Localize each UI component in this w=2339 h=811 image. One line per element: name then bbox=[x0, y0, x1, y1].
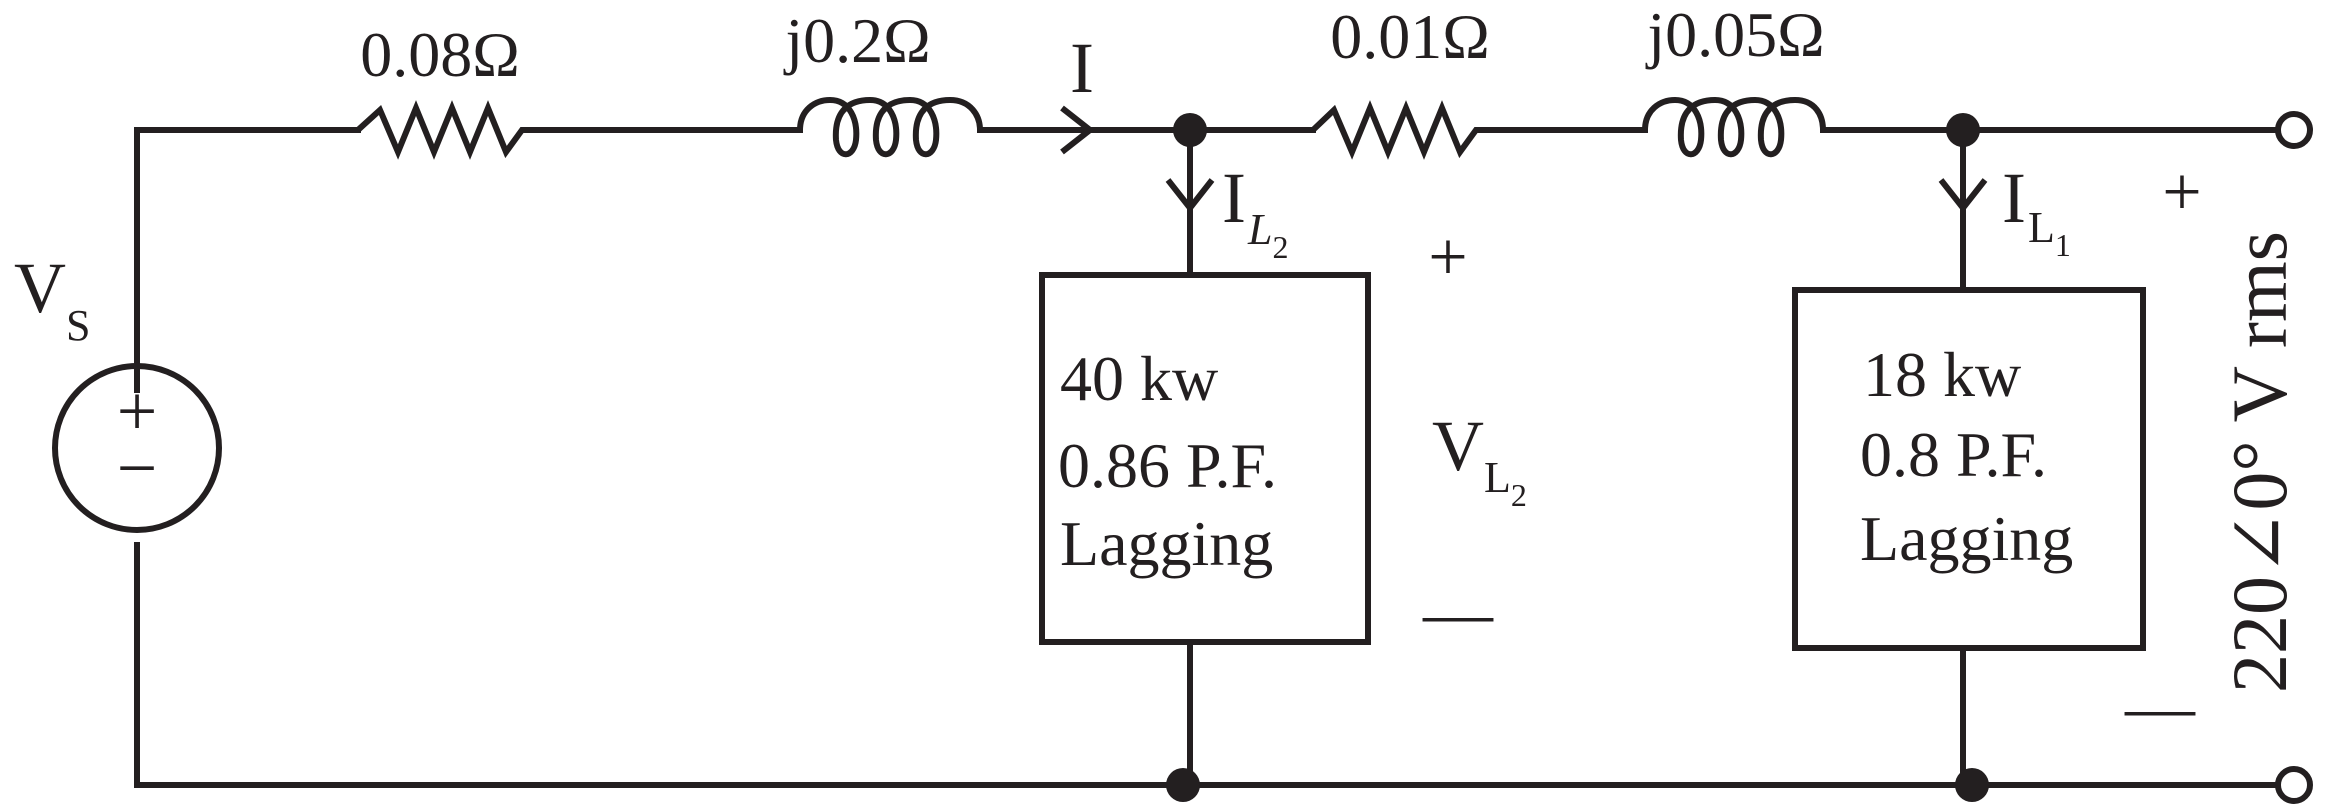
resistor-r2 bbox=[1310, 100, 1490, 160]
wires bbox=[134, 127, 2281, 788]
inductor-x1 bbox=[797, 96, 983, 158]
current-i-arrow bbox=[1060, 105, 1095, 155]
x1-label: j0.2Ω bbox=[783, 5, 930, 76]
current-il1-arrow bbox=[1938, 178, 1988, 213]
load1-plus: + bbox=[2162, 154, 2201, 231]
load2-type: Lagging bbox=[1060, 508, 1273, 579]
source-plus-sign: + bbox=[117, 371, 158, 451]
output-voltage-label: 220∠0° V rms bbox=[2216, 231, 2303, 693]
node-bottom-load1 bbox=[1955, 768, 1989, 802]
node-top-load1 bbox=[1946, 113, 1980, 147]
x2-label: j0.05Ω bbox=[1645, 0, 1824, 70]
current-il1-label: IL1 bbox=[2002, 158, 2071, 263]
load2-plus: + bbox=[1428, 219, 1467, 296]
load1-type: Lagging bbox=[1860, 503, 2073, 574]
node-bottom-load2 bbox=[1166, 768, 1200, 802]
load2-minus: — bbox=[1422, 575, 1494, 652]
terminal-bottom bbox=[2275, 766, 2313, 804]
load1-minus: — bbox=[2124, 669, 2196, 746]
node-top-load2 bbox=[1173, 113, 1207, 147]
voltage-source: + − bbox=[52, 363, 222, 533]
current-il2-arrow bbox=[1165, 178, 1215, 213]
r2-label: 0.01Ω bbox=[1330, 1, 1490, 72]
inductor-x2 bbox=[1642, 96, 1826, 158]
load2-box bbox=[1039, 272, 1371, 645]
load2-pf: 0.86 P.F. bbox=[1058, 430, 1277, 501]
source-label: VS bbox=[14, 248, 90, 350]
load2-voltage-label: VL2 bbox=[1432, 406, 1527, 513]
load1-pf: 0.8 P.F. bbox=[1860, 419, 2047, 490]
load1-power: 18 kw bbox=[1863, 339, 2021, 410]
current-i-label: I bbox=[1070, 28, 1094, 108]
source-minus-sign: − bbox=[117, 428, 158, 508]
load2-power: 40 kw bbox=[1060, 343, 1218, 414]
load1-box bbox=[1792, 287, 2146, 651]
source-circle bbox=[52, 363, 222, 533]
r1-label: 0.08Ω bbox=[360, 19, 520, 90]
terminal-top bbox=[2275, 111, 2313, 149]
resistor-r1 bbox=[355, 100, 545, 160]
current-il2-label: IL2 bbox=[1222, 158, 1288, 265]
